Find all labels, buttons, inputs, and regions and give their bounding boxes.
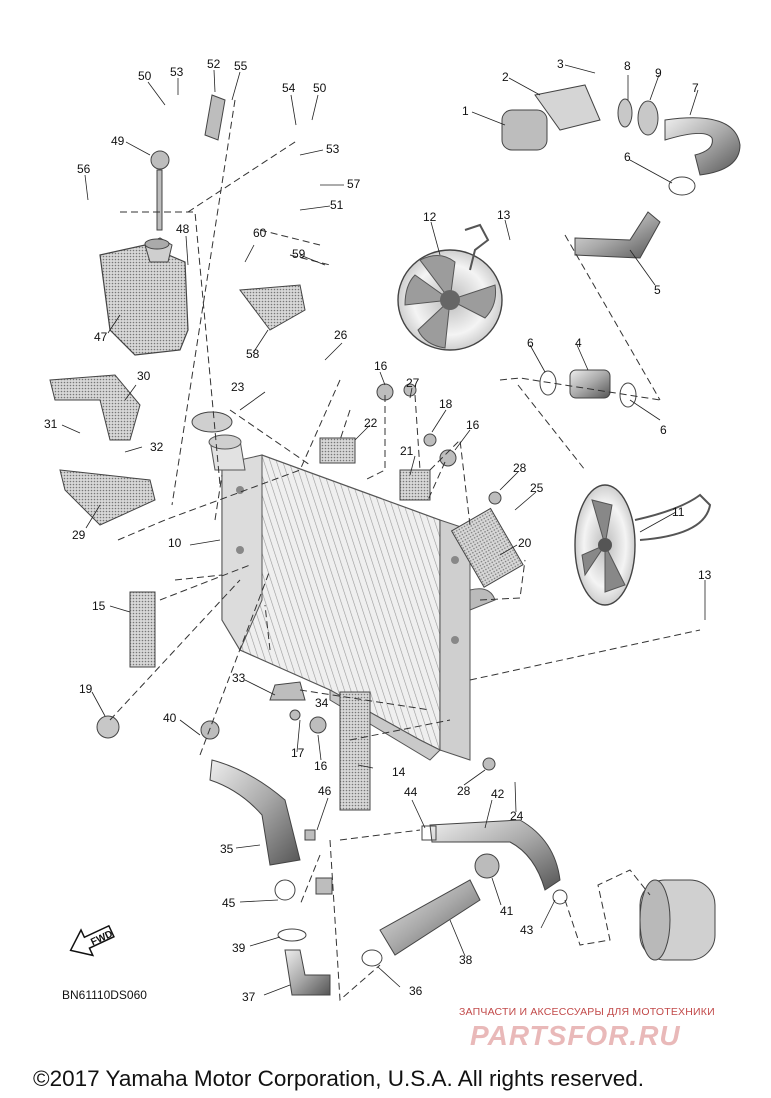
callout-59: 59	[292, 247, 306, 261]
callout-12: 12	[423, 210, 437, 224]
callout-53b: 53	[326, 142, 340, 156]
callout-2: 2	[502, 70, 509, 84]
callout-23: 23	[231, 380, 245, 394]
callout-38: 38	[459, 953, 473, 967]
callout-5: 5	[654, 283, 661, 297]
callout-57: 57	[347, 177, 361, 191]
callout-11: 11	[672, 505, 685, 519]
callout-43: 43	[520, 923, 534, 937]
callout-31: 31	[44, 417, 58, 431]
callout-45: 45	[222, 896, 236, 910]
callout-16a: 16	[374, 359, 388, 373]
fwd-arrow-icon: FWD	[69, 924, 115, 957]
callout-37: 37	[242, 990, 256, 1004]
callout-16b: 16	[466, 418, 480, 432]
callout-20: 20	[518, 536, 532, 550]
callout-7: 7	[692, 81, 699, 95]
callout-1: 1	[462, 104, 469, 118]
callout-33: 33	[232, 671, 246, 685]
callout-51: 51	[330, 198, 344, 212]
callout-50b: 50	[313, 81, 327, 95]
callout-27: 27	[406, 376, 420, 390]
callout-28a: 28	[513, 461, 527, 475]
cooling-fan-upper	[397, 223, 503, 351]
callout-49: 49	[111, 134, 125, 148]
callout-53a: 53	[170, 65, 184, 79]
callout-17: 17	[291, 746, 305, 760]
reservoir-tank	[99, 237, 189, 356]
callout-54: 54	[282, 81, 296, 95]
callout-46: 46	[318, 784, 332, 798]
callout-35: 35	[220, 842, 234, 856]
callout-39: 39	[232, 941, 246, 955]
callout-4: 4	[575, 336, 582, 350]
radiator	[208, 434, 496, 761]
callout-6c: 6	[660, 423, 667, 437]
callout-22: 22	[364, 416, 378, 430]
callout-52: 52	[207, 57, 221, 71]
callout-6b: 6	[527, 336, 534, 350]
callout-60: 60	[253, 226, 267, 240]
callout-13b: 13	[698, 568, 712, 582]
callout-34: 34	[315, 696, 329, 710]
callout-lines	[61, 64, 706, 996]
fwd-label: FWD	[89, 929, 114, 949]
callout-48: 48	[176, 222, 190, 236]
callout-24: 24	[510, 809, 524, 823]
callout-50a: 50	[138, 69, 152, 83]
callout-32: 32	[150, 440, 164, 454]
callout-3: 3	[557, 57, 564, 71]
callout-6a: 6	[624, 150, 631, 164]
copyright-notice: ©2017 Yamaha Motor Corporation, U.S.A. A…	[33, 1066, 645, 1091]
small-parts	[49, 84, 696, 967]
callout-14: 14	[392, 765, 406, 779]
callout-16c: 16	[314, 759, 328, 773]
callout-44: 44	[404, 785, 418, 799]
callout-8: 8	[624, 59, 631, 73]
callout-30: 30	[137, 369, 151, 383]
callout-29: 29	[72, 528, 86, 542]
callout-21: 21	[400, 444, 414, 458]
callout-28b: 28	[457, 784, 471, 798]
callout-13a: 13	[497, 208, 511, 222]
watermark-tagline: ЗАПЧАСТИ И АКСЕССУАРЫ ДЛЯ МОТОТЕХНИКИ	[459, 1006, 715, 1018]
callout-41: 41	[500, 904, 514, 918]
callout-26: 26	[334, 328, 348, 342]
callout-56: 56	[77, 162, 91, 176]
cooling-fan-lower	[574, 484, 712, 606]
callout-55: 55	[234, 59, 248, 73]
callout-10: 10	[168, 536, 182, 550]
leader-lines	[109, 99, 701, 1002]
diagram-code: BN61110DS060	[62, 988, 147, 1002]
callout-40: 40	[163, 711, 177, 725]
callout-25: 25	[530, 481, 544, 495]
hoses	[209, 117, 741, 996]
callout-9: 9	[655, 66, 662, 80]
callout-36: 36	[409, 984, 423, 998]
callout-15: 15	[92, 599, 106, 613]
callout-18: 18	[439, 397, 453, 411]
callout-47: 47	[94, 330, 108, 344]
callout-42: 42	[491, 787, 505, 801]
callout-19: 19	[79, 682, 93, 696]
watermark-logo: PARTSFOR.RU	[470, 1020, 681, 1051]
callout-58: 58	[246, 347, 260, 361]
